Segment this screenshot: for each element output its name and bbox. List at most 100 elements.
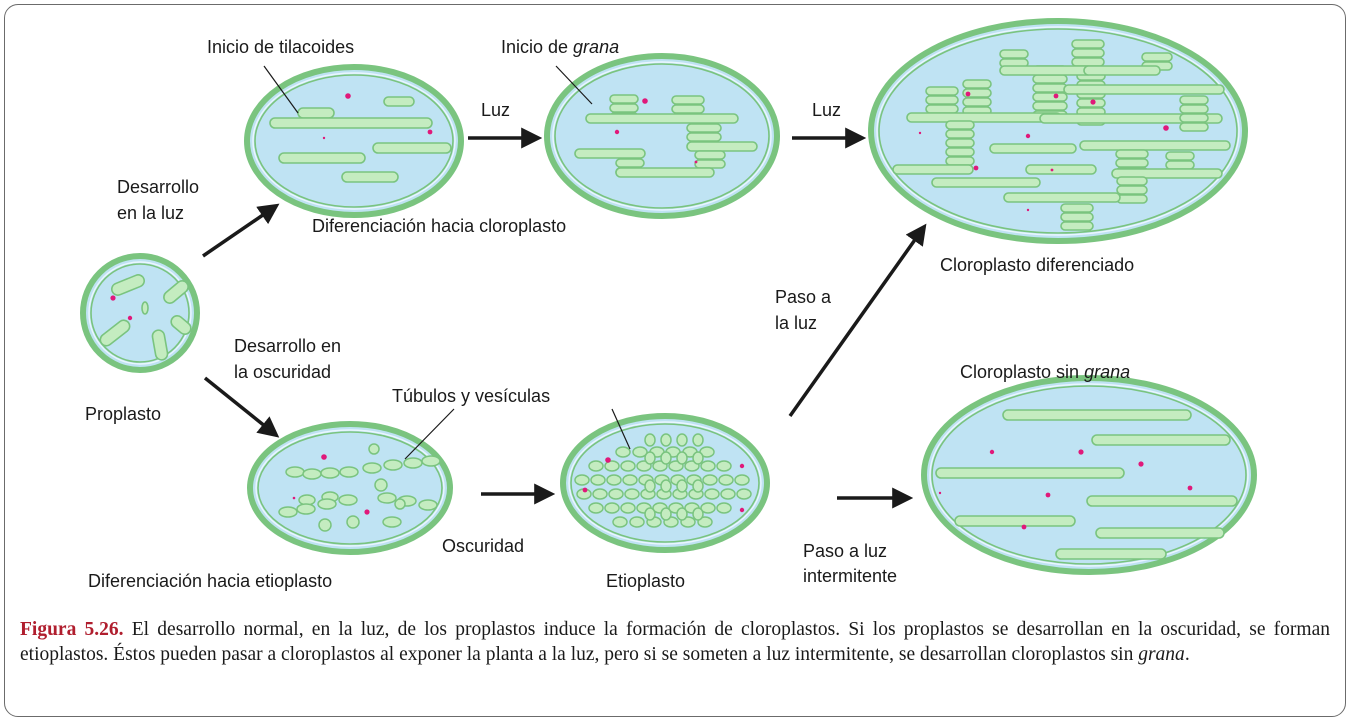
plastoglobule xyxy=(965,91,971,97)
thylakoid xyxy=(1071,57,1105,67)
vesicle xyxy=(320,467,340,479)
vesicle xyxy=(700,502,716,514)
vesicle xyxy=(734,474,750,486)
thylakoid xyxy=(1071,48,1105,58)
intermembrane-space xyxy=(568,421,762,545)
plastoglobule xyxy=(582,487,588,493)
thylakoid xyxy=(111,274,145,296)
thylakoid xyxy=(1116,194,1148,204)
thylakoid xyxy=(935,467,1125,479)
thylakoid xyxy=(686,141,758,152)
vesicle xyxy=(606,474,622,486)
plastoglobule xyxy=(321,454,327,460)
thylakoid xyxy=(1111,168,1223,179)
thylakoid xyxy=(1003,192,1121,203)
vesicle xyxy=(615,446,631,458)
plastoglobule xyxy=(973,165,979,171)
thylakoid xyxy=(1032,83,1068,93)
caption-text: El desarrollo normal, en la luz, de los … xyxy=(20,619,1330,665)
thylakoid xyxy=(1086,495,1238,507)
vesicle xyxy=(604,460,620,472)
thylakoid xyxy=(609,94,639,104)
thylakoid xyxy=(585,113,739,124)
thylakoid xyxy=(1179,122,1209,132)
plastoglobule xyxy=(1138,461,1144,467)
inner-membrane xyxy=(570,423,760,543)
plastoglobule xyxy=(739,463,745,469)
thylakoid xyxy=(1060,221,1094,231)
plastoglobule xyxy=(1050,168,1054,172)
plastoglobule xyxy=(739,507,745,513)
thylakoid xyxy=(931,177,1041,188)
label-tubules-vesicles: Túbulos y vesículas xyxy=(392,386,550,406)
thylakoid xyxy=(170,314,192,336)
thylakoid xyxy=(1079,140,1231,151)
vesicle xyxy=(377,492,397,504)
caption-end: . xyxy=(1184,644,1190,665)
vesicle xyxy=(702,474,718,486)
thylakoid xyxy=(1179,113,1209,123)
vesicle xyxy=(590,474,606,486)
vesicle xyxy=(704,488,720,500)
arrow-light-development xyxy=(202,203,280,258)
vesicle xyxy=(588,502,604,514)
vesicle xyxy=(620,502,636,514)
thylakoid xyxy=(686,132,722,142)
vesicle xyxy=(692,433,704,447)
vesicle xyxy=(692,479,704,493)
plastoglobule xyxy=(918,131,922,135)
vesicle xyxy=(296,503,316,515)
label-light-2: Luz xyxy=(812,100,841,120)
thylakoid xyxy=(892,164,974,175)
plastoglobule xyxy=(614,129,620,135)
vesicle xyxy=(339,466,359,478)
vesicle xyxy=(421,455,441,467)
vesicle xyxy=(660,451,672,465)
plastid-development-diagram: Inicio de tilacoides Inicio de grana Luz… xyxy=(80,18,1257,591)
early-etioplast xyxy=(247,421,453,555)
thylakoid xyxy=(615,167,715,178)
inner-membrane xyxy=(90,263,190,363)
inner-membrane xyxy=(554,63,770,209)
thylakoid xyxy=(945,156,975,166)
vesicle xyxy=(629,516,645,528)
plastoglobule xyxy=(1090,99,1096,105)
thylakoid xyxy=(671,95,705,105)
thylakoid xyxy=(925,104,959,114)
thylakoid xyxy=(609,103,639,113)
plastoglobule xyxy=(1163,125,1169,131)
thylakoid xyxy=(1165,151,1195,161)
figure-frame xyxy=(4,4,1346,717)
plastoglobule xyxy=(292,496,296,500)
label-darkness: Oscuridad xyxy=(442,536,524,556)
vesicle xyxy=(394,498,406,510)
caption-figure-number: Figura 5.26. xyxy=(20,619,124,640)
thylakoid xyxy=(945,147,975,157)
plastoglobule xyxy=(989,449,995,455)
vesicle xyxy=(736,488,752,500)
vesicle xyxy=(660,479,672,493)
thylakoid xyxy=(615,158,645,168)
inner-membrane xyxy=(931,385,1247,565)
leader-tubules xyxy=(404,408,455,460)
vesicle xyxy=(718,474,734,486)
vesicle xyxy=(624,488,640,500)
arrow-to-light xyxy=(788,223,927,418)
thylakoid xyxy=(925,95,959,105)
thylakoid xyxy=(962,79,992,89)
thylakoid xyxy=(1165,160,1195,170)
thylakoid xyxy=(989,143,1077,154)
vesicle xyxy=(278,506,298,518)
vesicle xyxy=(302,468,322,480)
thylakoid xyxy=(671,104,705,114)
vesicle xyxy=(716,460,732,472)
thylakoid xyxy=(297,107,335,119)
proplastid xyxy=(80,253,200,373)
vesicle xyxy=(644,479,656,493)
vesicle xyxy=(700,460,716,472)
intermembrane-space xyxy=(88,261,192,365)
plastoglobule xyxy=(110,295,116,301)
differentiated-chloroplast xyxy=(868,18,1248,244)
